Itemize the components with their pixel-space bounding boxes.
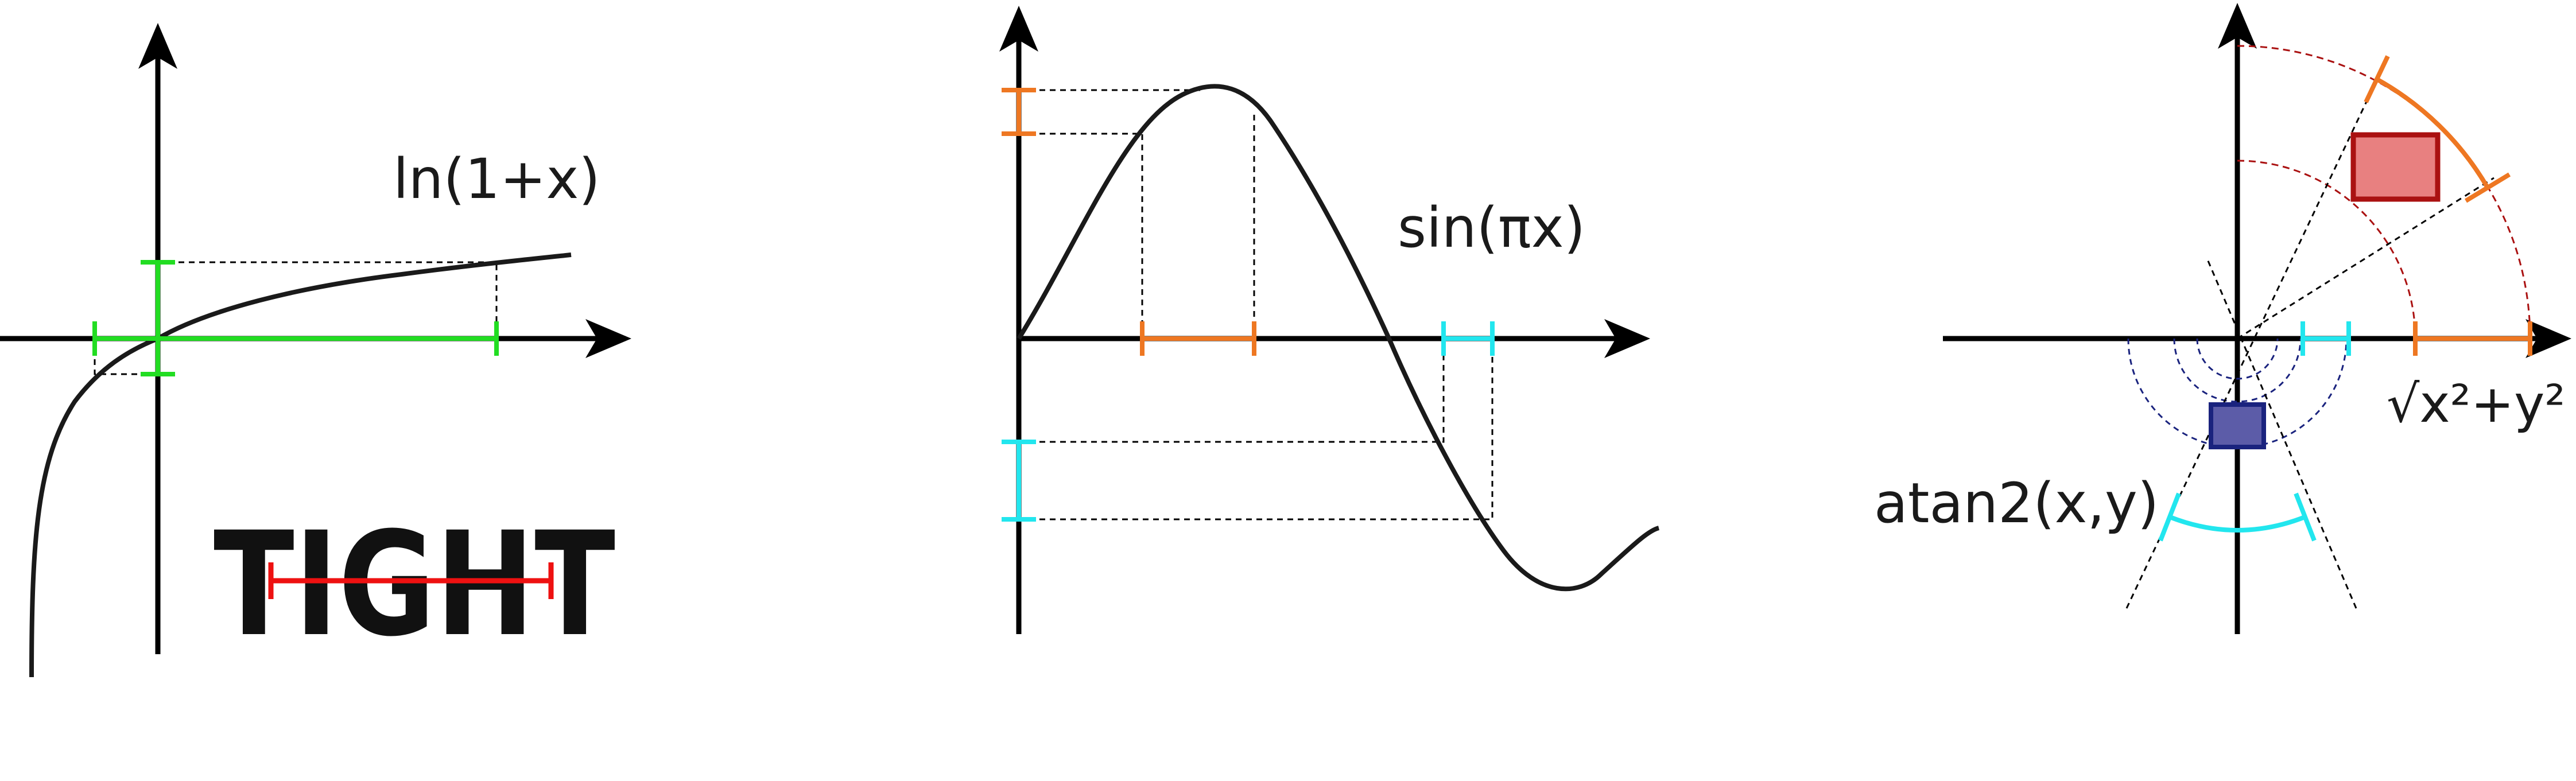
angle-label: atan2(x,y) — [1874, 471, 2159, 535]
dashed-arc — [2196, 338, 2279, 380]
panel-sine: sin(πx) — [999, 6, 1660, 634]
orange-arc-tick — [2464, 172, 2511, 203]
cyan-interval-y — [1002, 440, 1036, 522]
tight-word: TIGHT — [214, 501, 615, 668]
cyan-arc-tick — [2158, 492, 2181, 542]
dashed-arc — [2237, 160, 2416, 339]
y-axis-arrowhead — [138, 23, 177, 69]
orange-interval-x — [1140, 321, 1256, 356]
function-label: sin(πx) — [1398, 196, 1585, 260]
dashed-arc — [2173, 338, 2302, 403]
orange-interval-x — [2413, 321, 2532, 356]
cyan-arc — [2167, 514, 2307, 533]
panel-polar: √x²+y² atan2(x,y) — [1874, 3, 2571, 634]
dashed-guide — [158, 261, 498, 339]
dashed-guide — [1019, 339, 1493, 520]
cyan-interval-x — [2300, 321, 2351, 356]
panel-log: ln(1+x) TIGHT — [0, 23, 631, 678]
x-axis-arrowhead — [1604, 319, 1650, 358]
dashed-ray — [2206, 258, 2357, 609]
dashed-guide — [1019, 133, 1143, 339]
y-axis-arrowhead — [2218, 3, 2257, 49]
cyan-arc-tick — [2294, 492, 2317, 542]
x-axis-arrowhead — [2525, 319, 2571, 358]
x-axis-arrowhead — [585, 319, 631, 358]
sine-curve — [1017, 84, 1660, 592]
orange-interval-y — [1002, 88, 1036, 136]
green-interval-x — [92, 321, 499, 356]
y-axis-arrowhead — [999, 6, 1038, 52]
dashed-arc — [2127, 338, 2348, 449]
orange-arc-tick — [2364, 55, 2390, 103]
red-interval — [268, 562, 554, 599]
dashed-ray — [2125, 68, 2383, 609]
green-interval-y — [141, 260, 175, 376]
dashed-guide — [1019, 339, 1445, 443]
red-square — [2350, 132, 2441, 202]
navy-square — [2209, 402, 2266, 449]
dashed-ray — [2237, 177, 2494, 340]
function-label: ln(1+x) — [393, 147, 600, 211]
cyan-interval-x — [1441, 321, 1495, 356]
orange-arc — [2376, 77, 2490, 189]
radius-label: √x²+y² — [2387, 374, 2565, 434]
